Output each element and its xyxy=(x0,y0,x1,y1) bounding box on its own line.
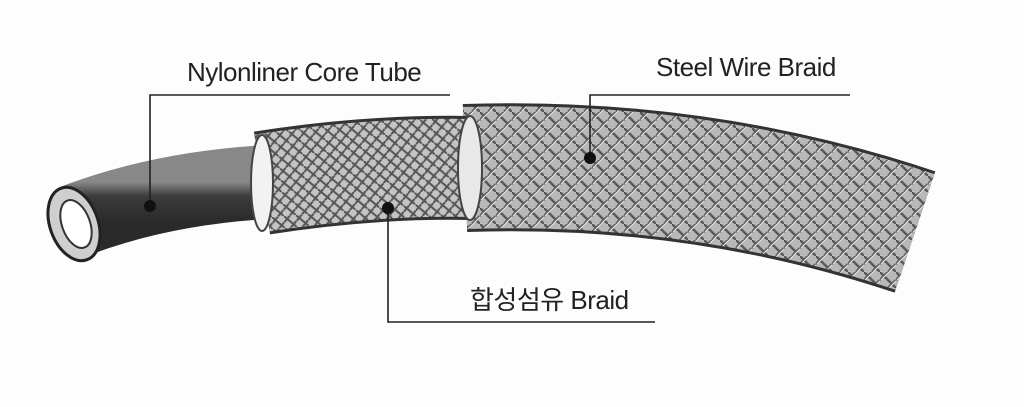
nylon-core-tube xyxy=(46,134,274,263)
steel-braid-leader xyxy=(589,94,850,158)
core-tube-label: Nylonliner Core Tube xyxy=(187,57,422,87)
steel-wire-braid-section xyxy=(462,103,936,293)
fiber-braid-leader xyxy=(387,208,655,323)
leader-lines xyxy=(149,94,850,323)
core-tube-leader xyxy=(149,94,450,206)
steel-braid-label: Steel Wire Braid xyxy=(656,52,836,82)
fiber-braid-dot xyxy=(382,202,394,214)
core-tube-dot xyxy=(144,200,156,212)
fiber-braid-section xyxy=(253,115,483,235)
fiber-braid-label: 합성섬유 Braid xyxy=(470,285,629,315)
steel-braid-dot xyxy=(584,152,596,164)
